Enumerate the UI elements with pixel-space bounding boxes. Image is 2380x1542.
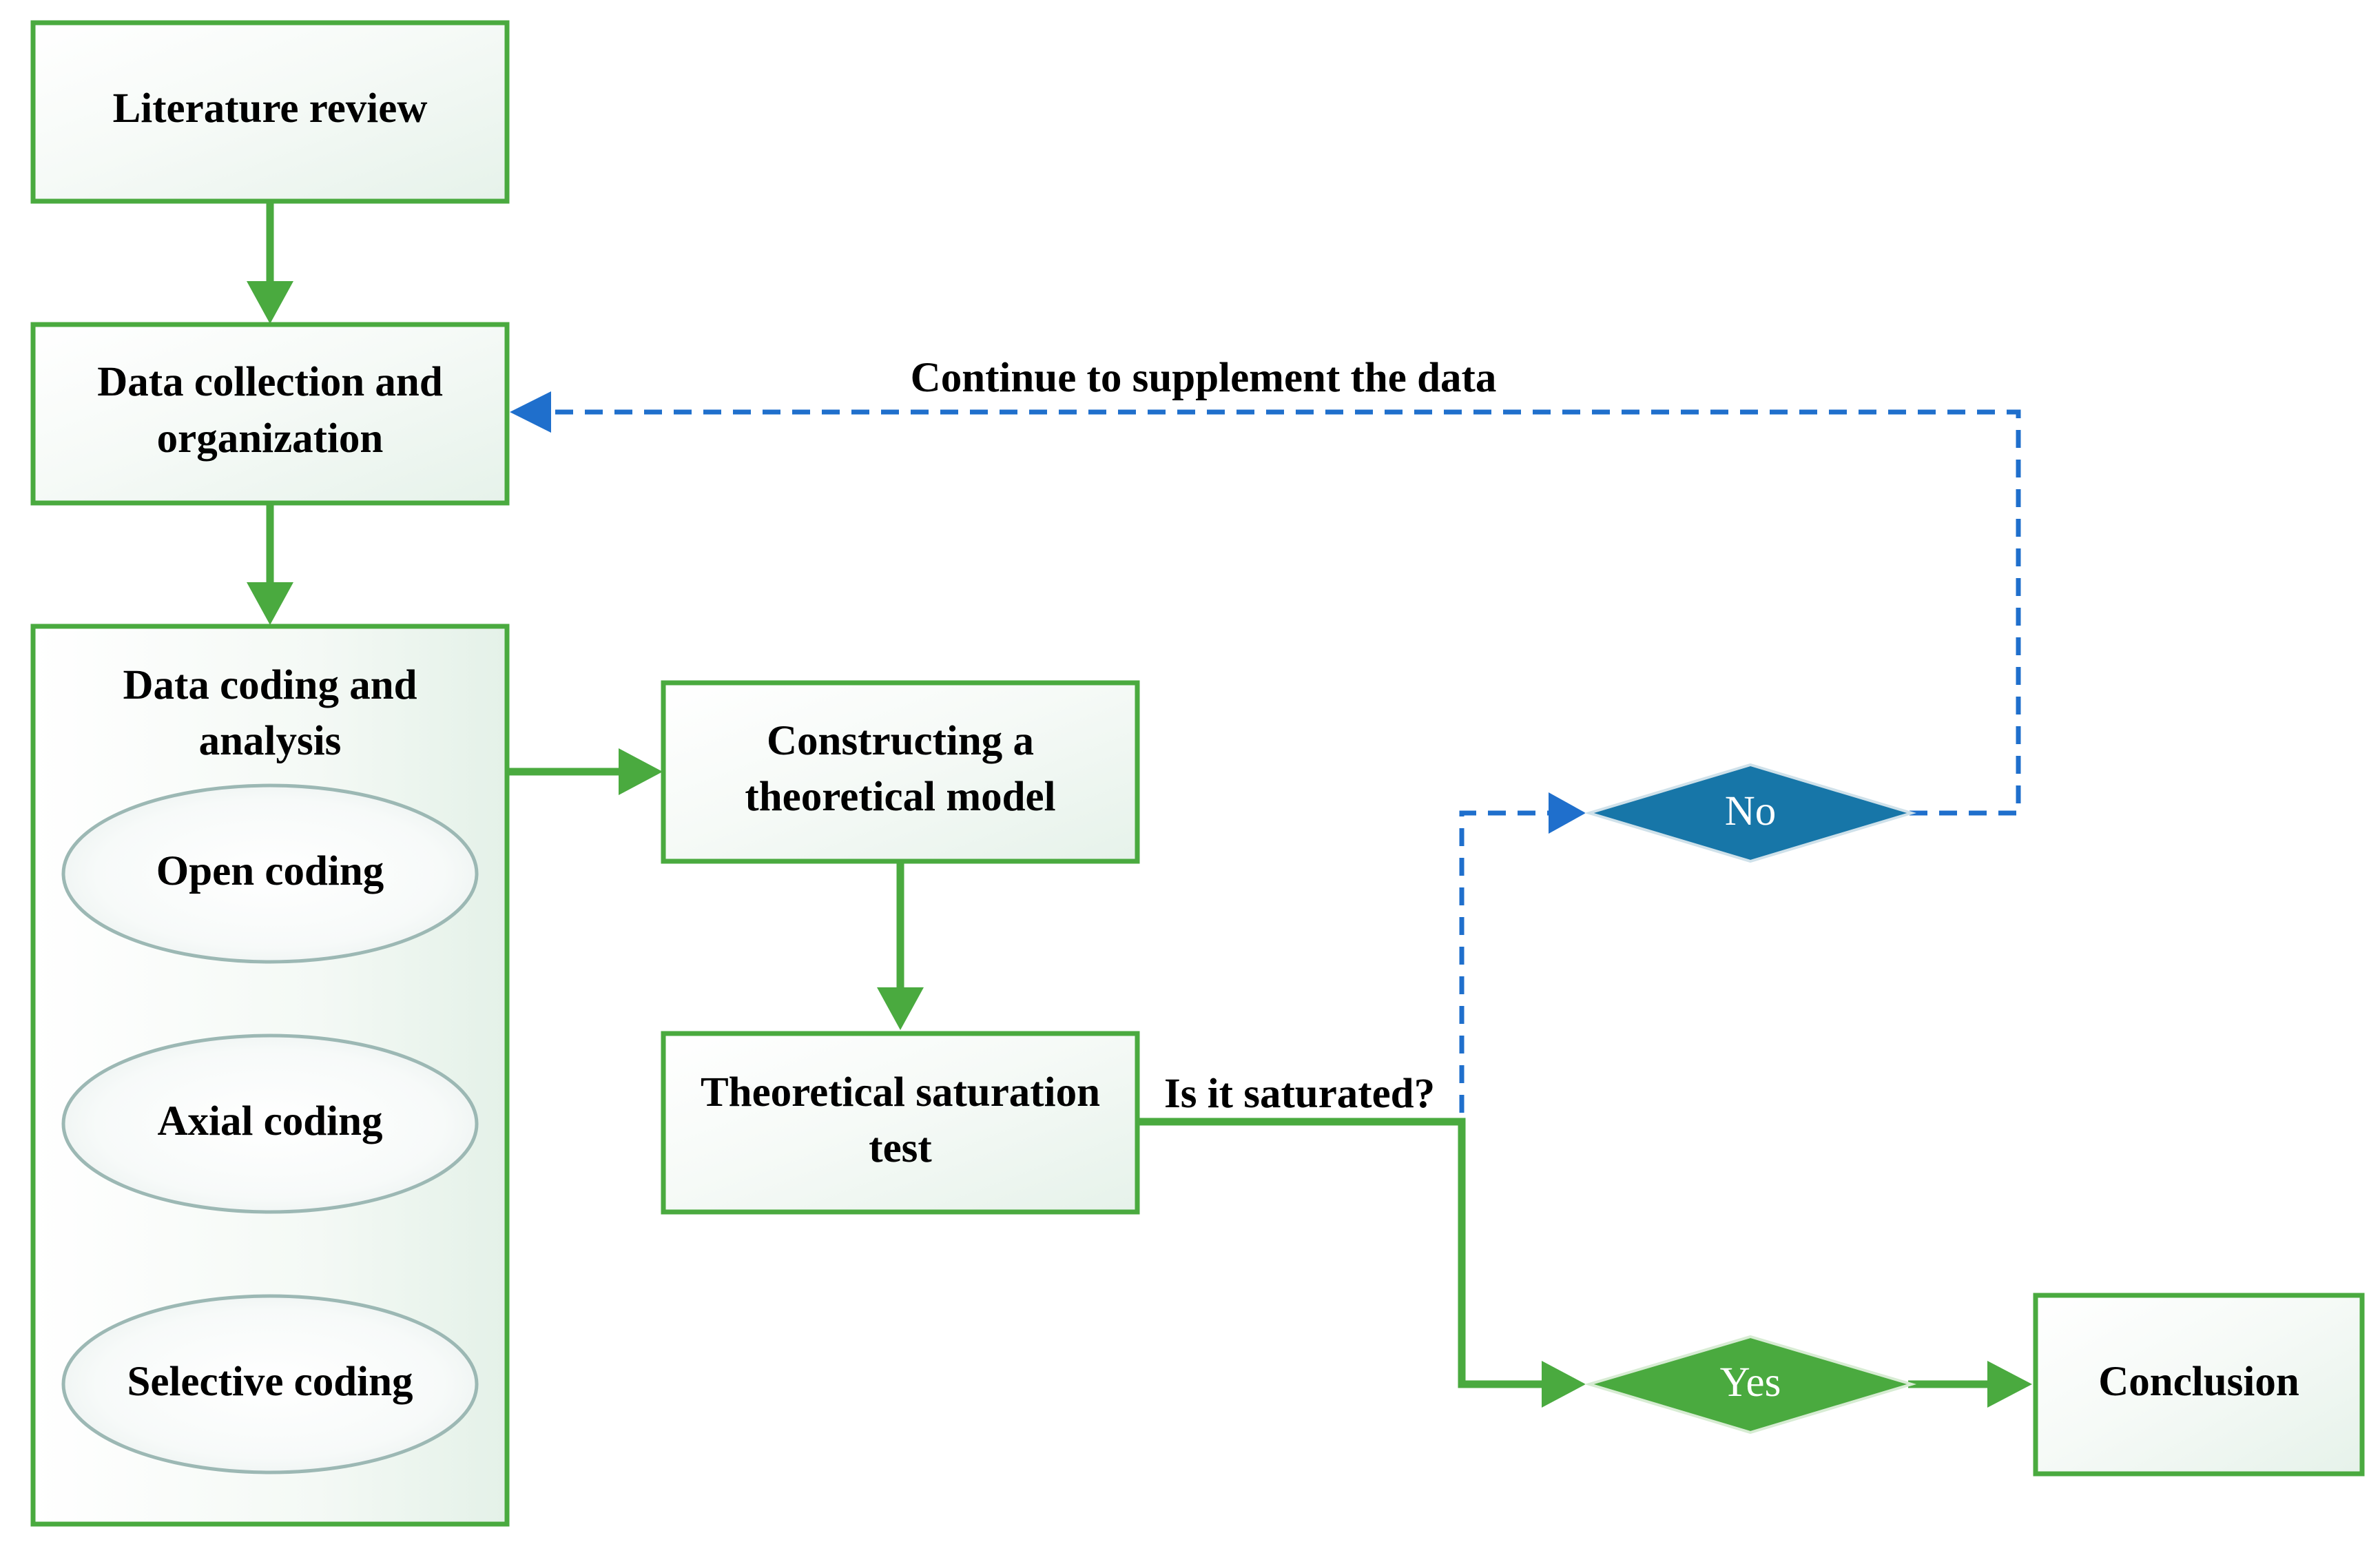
axial-coding-label: Axial coding <box>157 1098 382 1144</box>
no-decision-diamond: No <box>1584 763 1916 863</box>
arrow-model-to-saturation <box>877 861 924 1030</box>
data-coding-label-line2: analysis <box>199 718 342 764</box>
arrow-saturation-to-no <box>1459 792 1586 1113</box>
data-collection-box: Data collection and organization <box>30 322 510 506</box>
selective-coding-ellipse: Selective coding <box>61 1294 479 1474</box>
supplement-data-label: Continue to supplement the data <box>911 355 1497 401</box>
constructing-model-label-line2: theoretical model <box>745 774 1055 820</box>
arrow-saturation-to-yes <box>1137 1118 1586 1408</box>
constructing-model-label-line1: Constructing a <box>767 718 1034 764</box>
constructing-model-box: Constructing a theoretical model <box>661 680 1140 864</box>
selective-coding-label: Selective coding <box>127 1359 413 1405</box>
literature-review-box: Literature review <box>30 20 510 204</box>
axial-coding-ellipse: Axial coding <box>61 1034 479 1214</box>
arrow-no-to-collection <box>510 391 2021 816</box>
open-coding-ellipse: Open coding <box>61 783 479 964</box>
open-coding-label: Open coding <box>156 848 384 894</box>
no-decision-label: No <box>1725 788 1777 834</box>
saturation-test-box: Theoretical saturation test <box>661 1031 1140 1215</box>
arrow-yes-to-conclusion <box>1908 1361 2032 1408</box>
arrow-collection-to-coding <box>247 503 293 625</box>
conclusion-box: Conclusion <box>2033 1293 2365 1477</box>
saturation-test-label-line1: Theoretical saturation <box>701 1069 1100 1116</box>
yes-decision-label: Yes <box>1720 1359 1781 1406</box>
conclusion-label: Conclusion <box>2098 1359 2299 1405</box>
data-collection-label-line2: organization <box>157 415 384 462</box>
data-coding-label-line1: Data coding and <box>123 662 417 708</box>
is-saturated-label: Is it saturated? <box>1164 1071 1435 1117</box>
data-collection-label-line1: Data collection and <box>97 359 443 405</box>
literature-review-label: Literature review <box>113 85 428 132</box>
arrow-literature-to-collection <box>247 200 293 324</box>
arrow-coding-to-model <box>508 748 663 795</box>
saturation-test-label-line2: test <box>869 1125 932 1171</box>
yes-decision-diamond: Yes <box>1584 1335 1917 1435</box>
